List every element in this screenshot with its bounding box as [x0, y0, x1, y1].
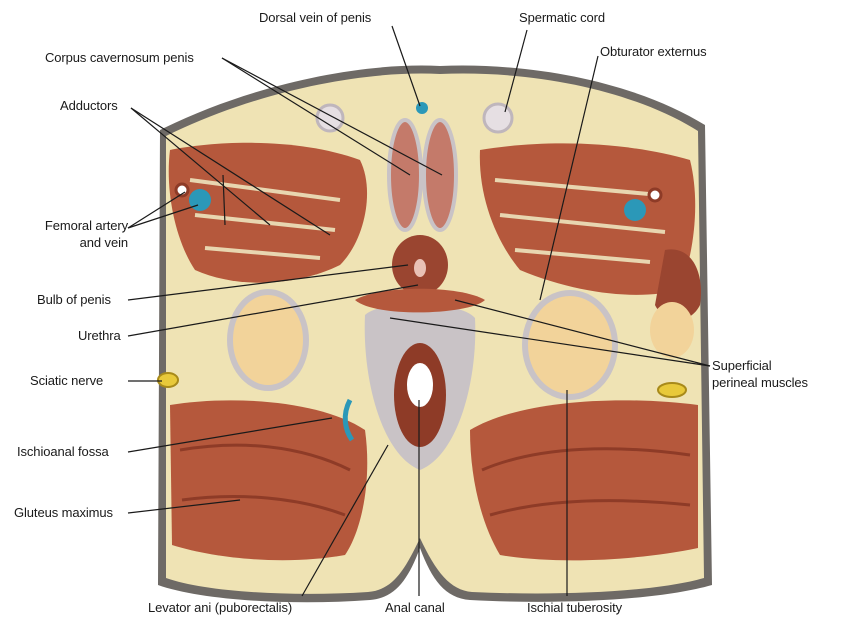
anal-canal-lumen [407, 363, 433, 407]
label-femoral-artery: Femoral artery [14, 218, 128, 234]
label-anal-canal: Anal canal [385, 600, 445, 616]
left-adductor-muscles [169, 143, 367, 283]
left-corpus-cavernosum [389, 120, 421, 230]
right-femoral-vein-shape [624, 199, 646, 221]
spermatic-cord-shape [484, 104, 512, 132]
right-gluteus-maximus [470, 400, 698, 560]
urethra-shape [414, 259, 426, 277]
label-bulb-of-penis: Bulb of penis [37, 292, 111, 308]
label-levator-ani: Levator ani (puborectalis) [148, 600, 292, 616]
right-lateral-bone [650, 302, 694, 358]
label-gluteus-maximus: Gluteus maximus [14, 505, 113, 521]
label-ischial-tuberosity: Ischial tuberosity [527, 600, 622, 616]
label-urethra: Urethra [78, 328, 121, 344]
label-femoral-vein: and vein [14, 235, 128, 251]
left-gluteus-maximus [170, 400, 367, 560]
left-femoral-vein-shape [189, 189, 211, 211]
label-adductors: Adductors [60, 98, 118, 114]
label-spermatic-cord: Spermatic cord [519, 10, 605, 26]
label-corpus-cavernosum: Corpus cavernosum penis [45, 50, 194, 66]
label-ischioanal-fossa: Ischioanal fossa [17, 444, 109, 460]
left-sciatic-nerve-shape [158, 373, 178, 387]
label-sciatic-nerve: Sciatic nerve [30, 373, 103, 389]
label-superficial-1: Superficial [712, 358, 772, 374]
right-sciatic-nerve-shape [658, 383, 686, 397]
left-spermatic-cord-shape [317, 105, 343, 131]
label-dorsal-vein: Dorsal vein of penis [259, 10, 371, 26]
dorsal-vein-shape [416, 102, 428, 114]
right-corpus-cavernosum [424, 120, 456, 230]
label-obturator-externus: Obturator externus [600, 44, 707, 60]
label-superficial-2: perineal muscles [712, 375, 808, 391]
right-femoral-artery-shape [649, 189, 661, 201]
